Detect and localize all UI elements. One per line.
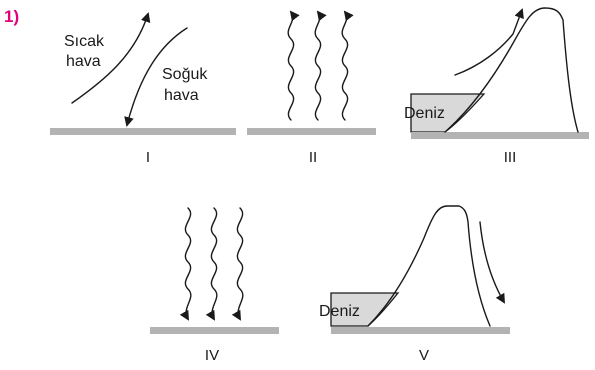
sea-label: Deniz <box>404 105 445 122</box>
warm-air-label-line1: Sıcak <box>64 33 105 50</box>
panel-v: Deniz V <box>319 206 510 364</box>
panel-v-label: V <box>419 347 429 364</box>
cold-air-label-line1: Soğuk <box>162 66 208 83</box>
cold-air-label-line2: hava <box>164 87 199 104</box>
wavy-arrow-down <box>211 208 216 319</box>
panel-iii: Deniz III <box>404 8 589 166</box>
panel-ii: II <box>247 12 376 166</box>
panel-iv-label: IV <box>205 347 219 364</box>
question-number: 1) <box>4 7 19 26</box>
panel-ii-label: II <box>309 149 317 166</box>
wavy-arrow-up <box>288 12 293 120</box>
wavy-arrow-down <box>185 208 190 319</box>
air-descending-slope-arrow <box>480 222 504 302</box>
wavy-arrow-up <box>315 12 320 120</box>
panel-i: Sıcak hava Soğuk hava I <box>50 14 236 166</box>
ground-bar <box>411 132 589 139</box>
wavy-arrow-down <box>237 208 242 319</box>
ground-bar <box>50 128 236 135</box>
ground-bar <box>247 128 376 135</box>
warm-air-label-line2: hava <box>66 53 101 70</box>
panel-iv: IV <box>150 208 279 364</box>
air-rising-over-slope-arrow <box>455 10 522 75</box>
panel-iii-label: III <box>504 149 517 166</box>
ground-bar <box>331 327 510 334</box>
ground-bar <box>150 327 279 334</box>
sea-label: Deniz <box>319 303 360 320</box>
wavy-arrow-up <box>342 12 347 120</box>
panel-i-label: I <box>146 149 150 166</box>
